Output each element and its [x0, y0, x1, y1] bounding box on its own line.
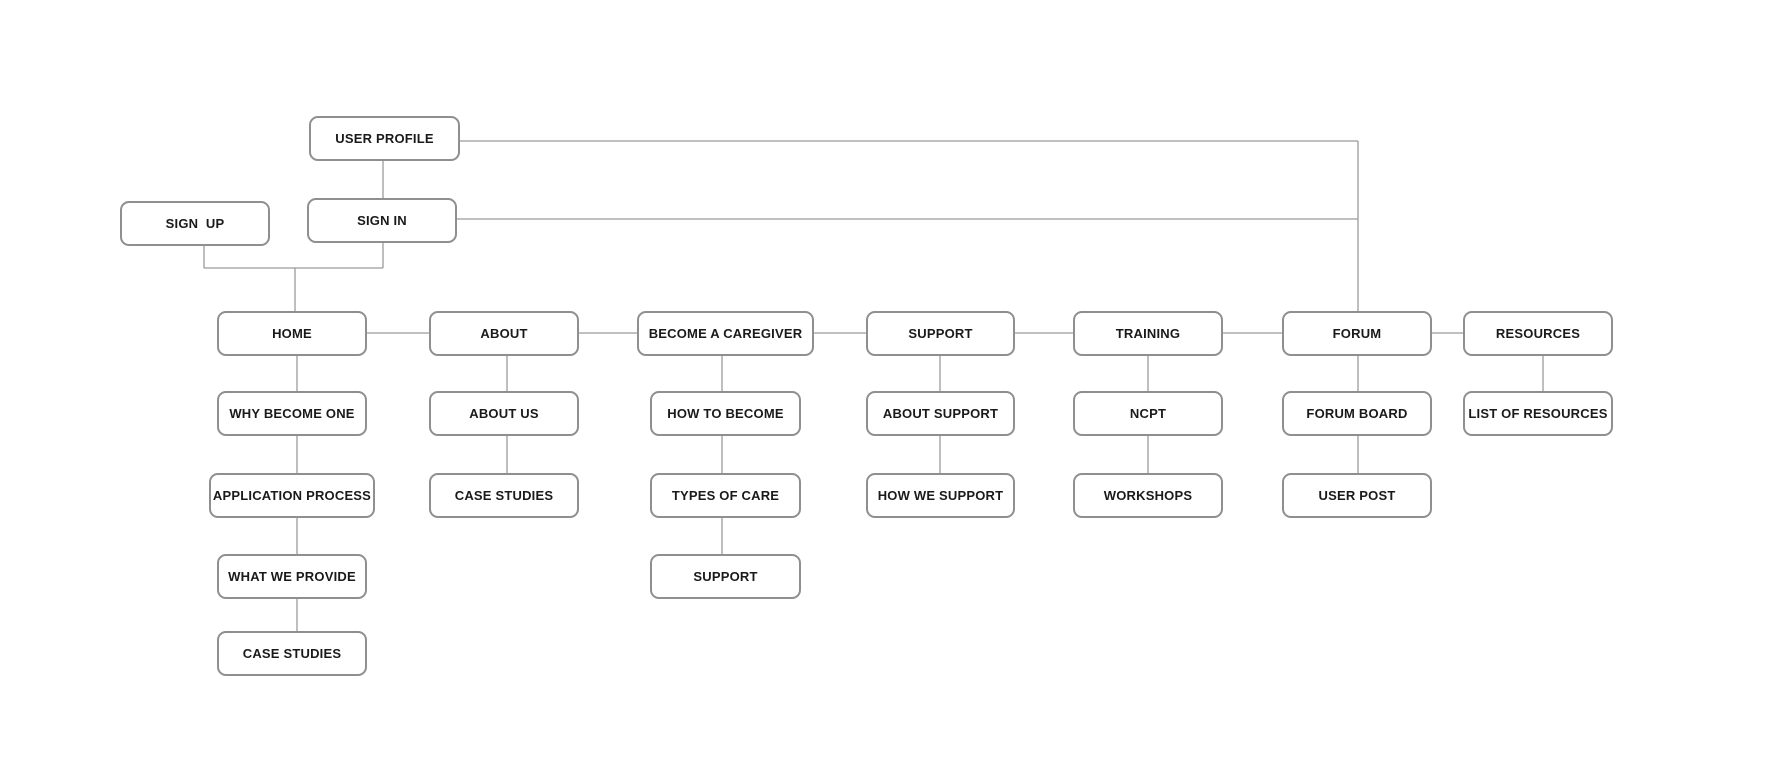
- about-node: ABOUT: [429, 311, 579, 356]
- caregiver-support-node: SUPPORT: [650, 554, 801, 599]
- sign-up-node: SIGN UP: [120, 201, 270, 246]
- how-to-become-node: HOW TO BECOME: [650, 391, 801, 436]
- forum-node: FORUM: [1282, 311, 1432, 356]
- about-case-studies-node: CASE STUDIES: [429, 473, 579, 518]
- ncpt-node: NCPT: [1073, 391, 1223, 436]
- what-we-provide-node: WHAT WE PROVIDE: [217, 554, 367, 599]
- resources-node: RESOURCES: [1463, 311, 1613, 356]
- list-of-resources-node: LIST OF RESOURCES: [1463, 391, 1613, 436]
- support-node: SUPPORT: [866, 311, 1015, 356]
- home-case-studies-node: CASE STUDIES: [217, 631, 367, 676]
- why-become-one-node: WHY BECOME ONE: [217, 391, 367, 436]
- about-us-node: ABOUT US: [429, 391, 579, 436]
- types-of-care-node: TYPES OF CARE: [650, 473, 801, 518]
- how-we-support-node: HOW WE SUPPORT: [866, 473, 1015, 518]
- workshops-node: WORKSHOPS: [1073, 473, 1223, 518]
- sign-in-node: SIGN IN: [307, 198, 457, 243]
- home-node: HOME: [217, 311, 367, 356]
- user-post-node: USER POST: [1282, 473, 1432, 518]
- application-process-node: APPLICATION PROCESS: [209, 473, 375, 518]
- about-support-node: ABOUT SUPPORT: [866, 391, 1015, 436]
- training-node: TRAINING: [1073, 311, 1223, 356]
- become-caregiver-node: BECOME A CAREGIVER: [637, 311, 814, 356]
- forum-board-node: FORUM BOARD: [1282, 391, 1432, 436]
- user-profile-node: USER PROFILE: [309, 116, 460, 161]
